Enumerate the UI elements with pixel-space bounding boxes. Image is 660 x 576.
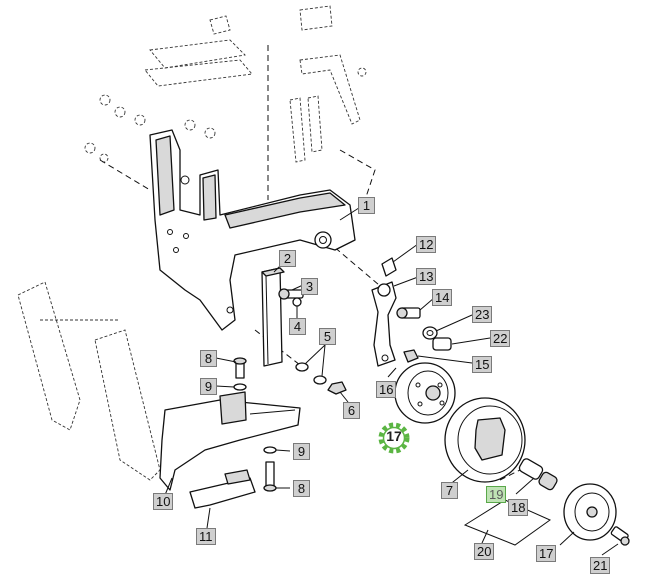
callout-4: 4	[289, 318, 306, 335]
callout-9-lower: 9	[293, 443, 310, 460]
callout-22: 22	[490, 330, 511, 347]
callout-3: 3	[301, 278, 318, 295]
callout-1: 1	[358, 197, 375, 214]
callout-21: 21	[590, 557, 611, 574]
bolt-part-8-9-lower	[263, 446, 277, 492]
callout-8-lower: 8	[293, 480, 310, 497]
callout-5: 5	[319, 328, 336, 345]
callout-13: 13	[416, 268, 437, 285]
callout-20: 20	[474, 543, 495, 560]
bolt-part-8-9-upper	[233, 357, 247, 391]
callout-11: 11	[196, 528, 216, 545]
bolt-part-3-4	[278, 288, 304, 307]
callout-6: 6	[343, 402, 360, 419]
callout-19-highlight: 19	[486, 486, 507, 503]
bushing-part-22-23	[422, 326, 452, 351]
bolt-part-14	[396, 307, 421, 319]
rear-hub-part-17	[563, 483, 617, 541]
wear-plate-part-11	[189, 469, 256, 509]
callout-7: 7	[441, 482, 458, 499]
callout-18: 18	[508, 499, 529, 516]
ghosted-upper-linkage	[84, 5, 367, 163]
callout-15: 15	[472, 356, 493, 373]
callout-9-upper: 9	[200, 378, 217, 395]
leader-lines	[164, 205, 619, 556]
callout-2: 2	[279, 250, 296, 267]
main-frame-part-1	[149, 129, 356, 331]
callout-8-upper: 8	[200, 350, 217, 367]
callout-14: 14	[432, 289, 453, 306]
bolt-part-21	[610, 526, 630, 546]
hub-part-16-17	[394, 362, 456, 424]
gear-highlight-icon	[378, 422, 410, 454]
callout-12: 12	[416, 236, 437, 253]
washers-part-5-6	[295, 362, 347, 395]
point-part-10	[159, 391, 301, 491]
shank-part-2	[261, 267, 285, 367]
callout-17-rear: 17	[536, 545, 557, 562]
ghosted-left-frame	[17, 281, 161, 481]
bolt-part-12	[381, 257, 397, 277]
callout-16: 16	[376, 381, 397, 398]
callout-23: 23	[472, 306, 493, 323]
nut-part-15	[403, 349, 419, 363]
wheel-part-7	[444, 397, 526, 483]
arm-part-13	[371, 281, 397, 367]
spacer-part-18	[518, 458, 558, 491]
assembly-bracket-part-20	[463, 499, 552, 546]
callout-10: 10	[153, 493, 174, 510]
callout-17-gear: 17	[386, 428, 402, 444]
